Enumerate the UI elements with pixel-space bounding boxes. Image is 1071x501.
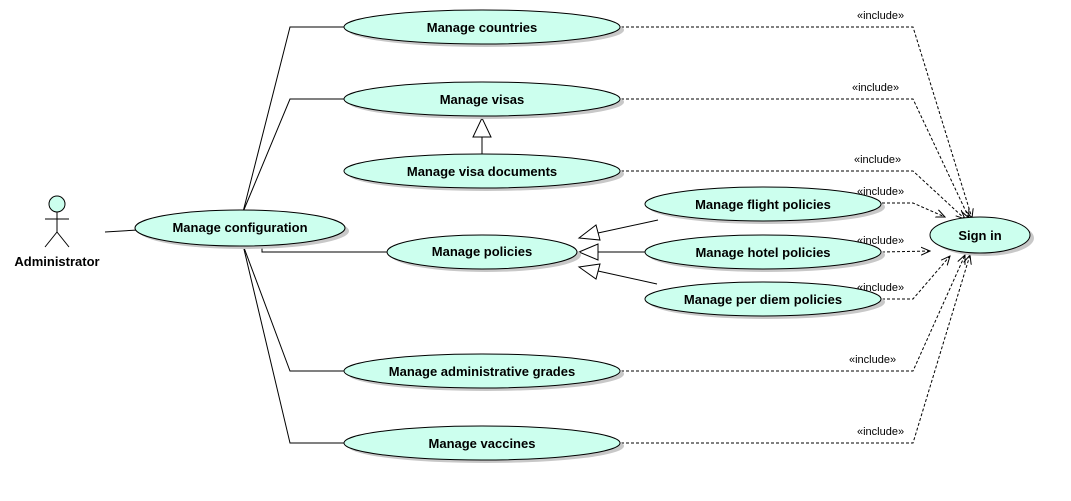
use-case-manage-hotel-policies[interactable]: Manage hotel policies — [644, 234, 885, 272]
actor-administrator[interactable]: Administrator — [14, 195, 100, 269]
gen-triangle-hotel — [577, 243, 599, 261]
use-case-label: Manage administrative grades — [389, 364, 575, 379]
generalizations — [472, 116, 659, 285]
include-labels: «include» «include» «include» «include» … — [849, 10, 904, 438]
include-visas — [621, 98, 969, 218]
assoc-configuration-visas — [242, 98, 344, 213]
include-label: «include» — [857, 426, 904, 438]
include-flight — [882, 202, 945, 217]
include-label: «include» — [852, 82, 899, 94]
actor-label: Administrator — [14, 254, 99, 269]
include-hotel — [881, 251, 930, 252]
use-case-label: Manage visa documents — [407, 164, 557, 179]
include-dependencies — [621, 26, 972, 444]
use-case-label: Manage per diem policies — [684, 292, 842, 307]
include-visa-documents — [621, 170, 965, 219]
include-vaccines — [621, 255, 970, 444]
use-case-manage-visas[interactable]: Manage visas — [343, 81, 624, 119]
use-case-manage-countries[interactable]: Manage countries — [343, 9, 624, 47]
use-case-manage-policies[interactable]: Manage policies — [386, 234, 581, 272]
include-grades — [621, 255, 965, 372]
use-case-sign-in[interactable]: Sign in — [929, 216, 1034, 256]
gen-triangle-flight — [577, 224, 601, 241]
gen-triangle-visas — [472, 116, 492, 138]
use-case-label: Manage vaccines — [429, 436, 536, 451]
assoc-configuration-grades — [242, 244, 344, 372]
use-case-manage-per-diem-policies[interactable]: Manage per diem policies — [644, 281, 885, 319]
use-case-manage-flight-policies[interactable]: Manage flight policies — [644, 186, 885, 224]
use-case-label: Sign in — [958, 228, 1001, 243]
use-case-label: Manage flight policies — [695, 197, 831, 212]
include-per-diem — [882, 256, 950, 300]
use-case-manage-configuration[interactable]: Manage configuration — [134, 209, 349, 249]
actor-left-leg — [44, 231, 58, 248]
gen-triangle-per-diem — [577, 263, 601, 280]
actor-head — [48, 195, 66, 213]
assoc-configuration-countries — [242, 26, 344, 213]
actor-right-leg — [56, 231, 70, 248]
assoc-actor-configuration — [104, 229, 139, 233]
include-countries — [621, 26, 972, 218]
use-case-label: Manage countries — [427, 20, 538, 35]
use-case-manage-administrative-grades[interactable]: Manage administrative grades — [343, 353, 624, 391]
include-label: «include» — [857, 10, 904, 22]
include-label: «include» — [849, 354, 896, 366]
include-label: «include» — [857, 186, 904, 198]
use-case-manage-visa-documents[interactable]: Manage visa documents — [343, 153, 624, 191]
use-case-label: Manage hotel policies — [695, 245, 830, 260]
use-case-label: Manage policies — [432, 244, 532, 259]
use-case-label: Manage configuration — [172, 220, 307, 235]
gen-line-per-diem — [597, 270, 658, 285]
use-case-label: Manage visas — [440, 92, 525, 107]
gen-line-flight — [597, 219, 659, 234]
assoc-configuration-vaccines — [242, 244, 344, 444]
use-case-manage-vaccines[interactable]: Manage vaccines — [343, 425, 624, 463]
include-label: «include» — [854, 154, 901, 166]
